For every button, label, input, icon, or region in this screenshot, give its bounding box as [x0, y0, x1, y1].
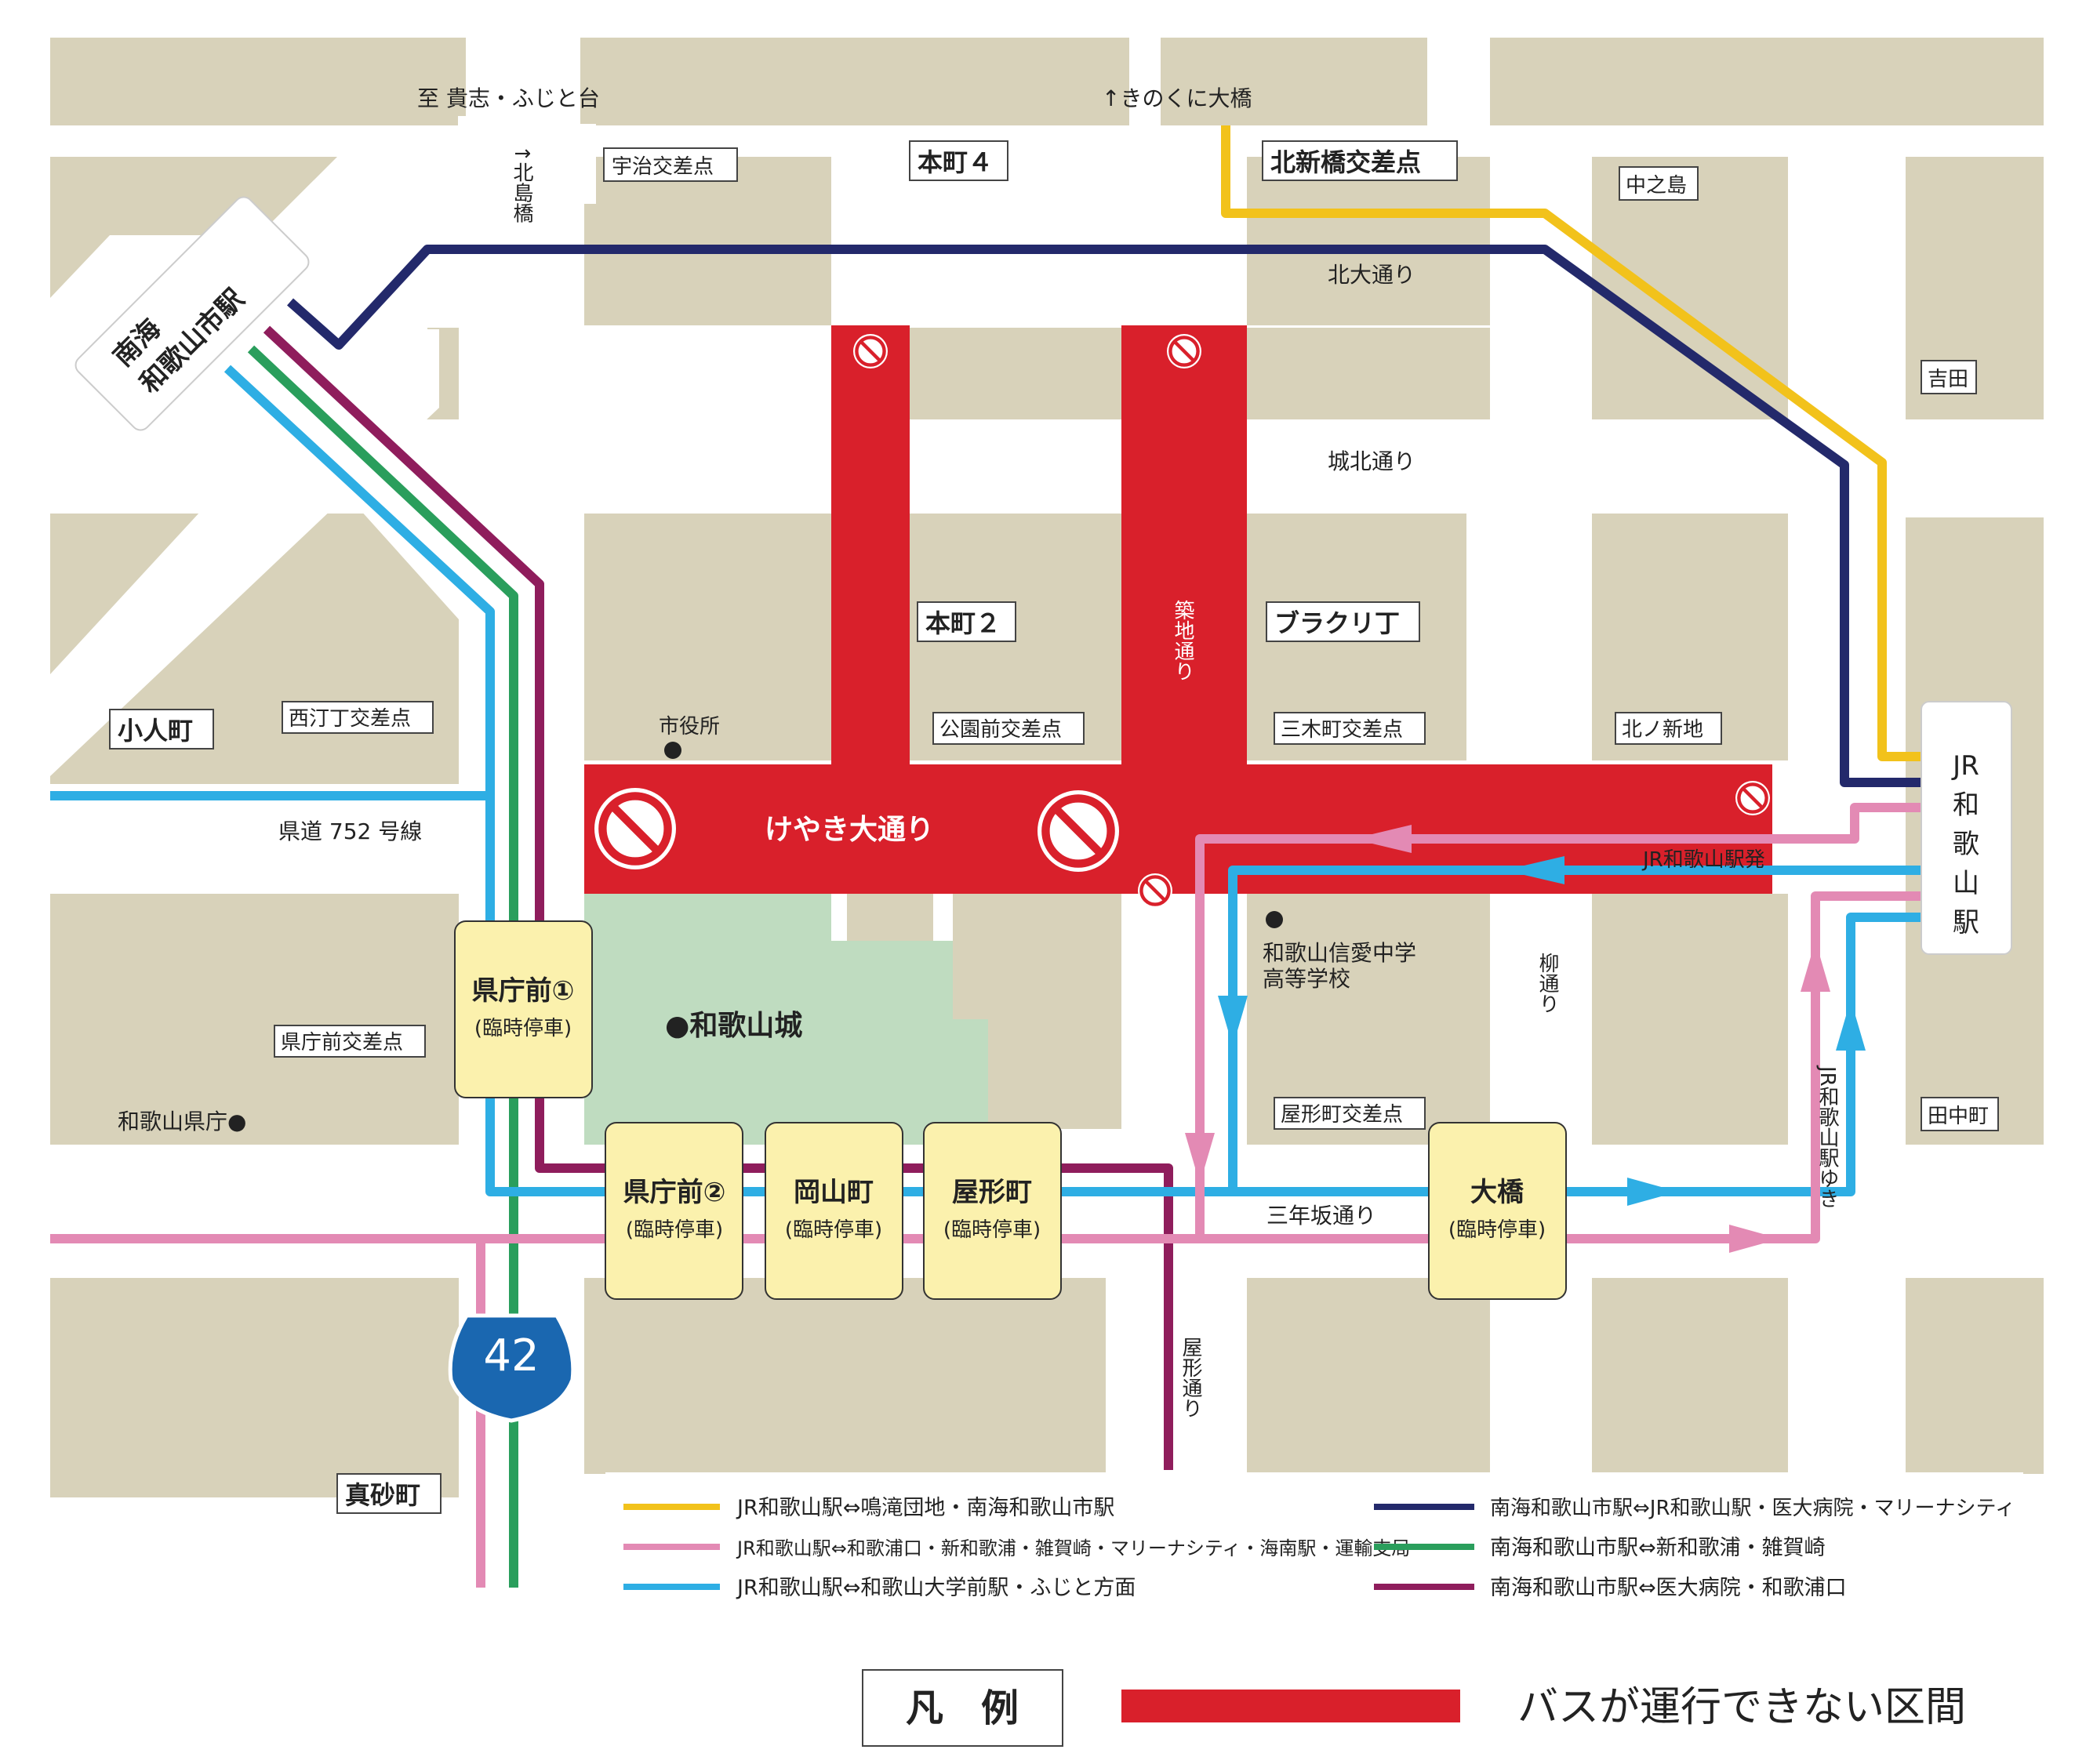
stop-name: 県庁前① — [472, 975, 575, 1007]
stop-name: 県庁前② — [623, 1177, 726, 1208]
no-entry-icon — [853, 334, 888, 368]
legend-title: 凡 例 — [906, 1686, 1019, 1730]
stop-name: 岡山町 — [794, 1177, 874, 1208]
legend-entry: 南海和歌山市駅⇔医大病院・和歌浦口 — [1490, 1576, 1847, 1600]
station-label: JR — [1951, 750, 1979, 782]
closed-sections — [584, 325, 1772, 894]
landmark-label: 高等学校 — [1263, 966, 1350, 992]
stop-kenchomae-2: 県庁前② (臨時停車) — [605, 1122, 743, 1300]
legend-entry: 南海和歌山市駅⇔新和歌浦・雑賀崎 — [1490, 1536, 1826, 1560]
intersection-label: 公園前交差点 — [939, 718, 1062, 742]
intersection-label: 北ノ新地 — [1622, 718, 1703, 742]
street-label: JR和歌山駅発 — [1641, 848, 1765, 872]
street-label: けやき大通り — [765, 814, 934, 846]
street-label: 北大通り — [1328, 262, 1415, 288]
direction-arrows — [1185, 825, 1866, 1253]
stop-yakatamachi: 屋形町 (臨時停車) — [923, 1122, 1062, 1300]
intersection-label: 三木町交差点 — [1281, 718, 1403, 742]
intersection-label: 宇治交差点 — [612, 155, 714, 179]
route-pink-loop — [1195, 803, 1921, 1239]
stop-sub: (臨時停車) — [474, 1017, 572, 1040]
closed-swatch — [1121, 1690, 1460, 1722]
landmark-dot — [664, 742, 681, 759]
direction-label: ↑北島橋 — [510, 145, 533, 223]
intersection-label: 吉田 — [1928, 368, 1968, 391]
legend-entry: JR和歌山駅⇔和歌浦口・新和歌浦・雑賀崎・マリーナシティ・海南駅・運輸支局 — [736, 1537, 1410, 1559]
station-label: 歌 — [1953, 829, 1979, 860]
intersection-label: 屋形町交差点 — [1281, 1103, 1403, 1127]
intersection-label: 小人町 — [118, 716, 193, 746]
temporary-stops[interactable]: 県庁前① (臨時停車) 県庁前② (臨時停車) 岡山町 (臨時停車) 屋形町 (… — [454, 920, 1567, 1300]
route-42-shield: 42 — [448, 1313, 576, 1423]
landmark-label: 市役所 — [659, 715, 720, 739]
street-label: 屋形通り — [1179, 1337, 1202, 1418]
stop-name: 大橋 — [1470, 1177, 1524, 1208]
landmark-dot — [1266, 911, 1283, 928]
intersection-label: 北新橋交差点 — [1270, 147, 1421, 177]
no-entry-icon — [1735, 781, 1770, 815]
route-number: 42 — [483, 1330, 539, 1381]
legend-entry: 南海和歌山市駅⇔JR和歌山駅・医大病院・マリーナシティ — [1490, 1497, 2015, 1520]
landmark-label: 和歌山県庁● — [118, 1109, 246, 1134]
stop-sub: (臨時停車) — [1448, 1218, 1546, 1242]
landmark-label: 和歌山信愛中学 — [1263, 940, 1416, 966]
landmarks: 市役所 ●和歌山城 和歌山県庁● 和歌山信愛中学 高等学校 — [118, 715, 1416, 1134]
castle-park — [584, 894, 988, 1145]
street-label: JR和歌山駅ゆき — [1815, 1065, 1839, 1209]
stop-name: 屋形町 — [952, 1177, 1032, 1208]
intersection-label: ブラクリ丁 — [1274, 608, 1400, 638]
route-cyan-loop — [1228, 866, 1921, 1192]
route-green-line — [247, 345, 518, 1588]
street-label: 県道 752 号線 — [278, 818, 422, 844]
street-label: 柳通り — [1535, 953, 1559, 1014]
route-navy-line — [287, 245, 1921, 787]
legend-entry: JR和歌山駅⇔和歌山大学前駅・ふじと方面 — [736, 1576, 1136, 1600]
stop-okayamacho: 岡山町 (臨時停車) — [765, 1122, 903, 1300]
legend-closed-text: バスが運行できない区間 — [1517, 1684, 1966, 1731]
intersection-label: 本町４ — [918, 147, 993, 177]
station-label: 駅 — [1953, 907, 1979, 938]
closed-legend: 凡 例 バスが運行できない区間 — [862, 1669, 1966, 1747]
stop-kenchomae-1: 県庁前① (臨時停車) — [454, 920, 593, 1098]
street-label: 築地通り — [1171, 600, 1194, 681]
route-cyan-line — [223, 365, 1921, 1196]
nankai-station[interactable]: 南海 和歌山市駅 — [72, 194, 313, 434]
stop-sub: (臨時停車) — [626, 1218, 723, 1242]
jr-station[interactable]: JR 和 歌 山 駅 — [1921, 701, 2012, 955]
stop-sub: (臨時停車) — [943, 1218, 1041, 1242]
intersection-label: 田中町 — [1928, 1105, 1989, 1128]
legend-entry: JR和歌山駅⇔鳴滝団地・南海和歌山市駅 — [736, 1496, 1114, 1520]
no-entry-icon — [1038, 790, 1119, 872]
no-entry-icon — [1138, 873, 1172, 908]
route-yellow-line — [1221, 125, 1921, 761]
bus-routes — [50, 125, 1921, 1588]
intersection-label: 県庁前交差点 — [281, 1031, 403, 1054]
station-label: 和 — [1953, 789, 1979, 821]
street-label: 城北通り — [1328, 448, 1415, 474]
intersection-label: 西汀丁交差点 — [289, 707, 411, 731]
station-label: 山 — [1953, 868, 1979, 899]
direction-label: 至 貴志・ふじと台 — [417, 85, 600, 111]
no-entry-icon — [1167, 334, 1201, 368]
no-entry-icon — [594, 788, 676, 869]
direction-label: ↑きのくに大橋 — [1102, 85, 1252, 111]
intersection-label: 本町２ — [925, 608, 1001, 638]
intersection-label: 真砂町 — [345, 1480, 420, 1510]
street-label: 三年坂通り — [1266, 1203, 1376, 1229]
route-legend: JR和歌山駅⇔鳴滝団地・南海和歌山市駅 JR和歌山駅⇔和歌浦口・新和歌浦・雑賀崎… — [605, 1472, 2023, 1619]
stop-ohashi: 大橋 (臨時停車) — [1428, 1122, 1567, 1300]
intersection-label: 中之島 — [1626, 174, 1687, 198]
stop-sub: (臨時停車) — [785, 1218, 882, 1242]
intersection-labels: 宇治交差点 本町４ 北新橋交差点 中之島 吉田 本町２ ブラクリ丁 公園前交差点… — [109, 140, 1999, 1514]
street-labels: 北大通り 城北通り 築地通り けやき大通り 県道 752 号線 柳通り 三年坂通… — [278, 262, 1839, 1418]
route-purple-line — [263, 325, 1173, 1470]
castle-label: ●和歌山城 — [665, 1010, 802, 1042]
